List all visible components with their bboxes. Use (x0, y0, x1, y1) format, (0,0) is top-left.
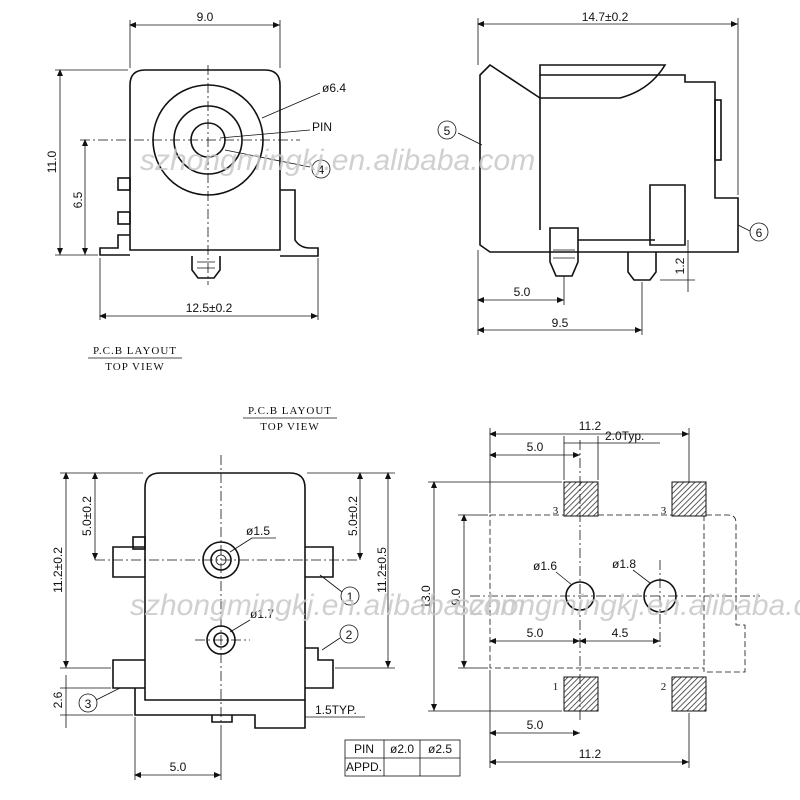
dim-5-label: 5.0 (514, 285, 531, 299)
diameter-16-label: ø1.6 (533, 559, 557, 573)
dim-95-label: 9.5 (552, 316, 569, 330)
side-body-outline (479, 63, 739, 253)
callout-3-circle (78, 693, 98, 713)
dim-typ-label: 2.0Typ. (605, 429, 644, 443)
dim-top-5-label: 5.0 (527, 440, 544, 454)
bottom-pin (191, 256, 221, 279)
front-view: 9.0 11.0 6.5 12.5±0.2 ø6.4 PIN 4 (45, 10, 346, 320)
right-leg (280, 189, 319, 257)
pad-bottom-left (563, 676, 599, 712)
diameter-15-label: ø1.5 (246, 524, 270, 538)
pin-label: PIN (312, 120, 332, 134)
left-tab-lower (117, 211, 131, 225)
callout-3: 3 (85, 697, 92, 711)
dim-13-label: 13.0 (419, 585, 433, 609)
pad-bottom-right (671, 676, 707, 712)
dim-length-label: 14.7±0.2 (582, 10, 629, 24)
pad-num-bot-left: 1 (553, 681, 560, 693)
dim-bottom-label: 5.0 (170, 760, 187, 774)
diameter-18-label: ø1.8 (612, 557, 636, 571)
callout-5: 5 (444, 124, 451, 138)
side-block (649, 184, 686, 246)
dim-right-upper-label: 5.0±0.2 (346, 496, 360, 536)
dim-12-label: 1.2 (673, 257, 687, 274)
bottom-view: 11.2±0.2 5.0±0.2 11.2±0.5 5.0±0.2 2.6 5.… (51, 455, 395, 780)
left-leg (99, 234, 130, 256)
dim-left-total-label: 11.2±0.2 (51, 547, 65, 593)
watermark-bottom-right: szhongmingkj.en.alibaba.com (455, 589, 800, 622)
pin-table: PIN ø2.0 ø2.5 APPD. (344, 739, 461, 777)
pad-num-top-left: 3 (553, 505, 560, 517)
dim-base-label: 12.5±0.2 (186, 301, 233, 315)
dim-height-label: 11.0 (45, 150, 59, 173)
side-pin-right (627, 252, 657, 281)
pcb-label-1-line1: P.C.B LAYOUT (93, 345, 177, 357)
pcb-footprint-view: 3 3 1 2 11.2 5.0 2.0Typ. 13.0 9.0 ø1.6 ø… (419, 419, 760, 768)
dim-bot-112-label: 11.2 (579, 747, 602, 761)
watermark-top: szhongmingkj.en.alibaba.com (140, 144, 535, 177)
pad-top-left (563, 481, 599, 517)
dim-mid-45-label: 4.5 (612, 626, 629, 640)
dim-top-label: 11.2 (579, 419, 602, 433)
table-header-d25: ø2.5 (428, 742, 452, 756)
pcb-label-2-line2: TOP VIEW (260, 421, 319, 433)
pin-left-top (112, 546, 145, 578)
callout-4: 4 (318, 163, 325, 177)
callout-4-circle (311, 159, 331, 179)
footprint-outline (489, 514, 746, 673)
dim-pin-height-label: 6.5 (71, 191, 85, 208)
callout-6-circle (749, 222, 769, 242)
callout-5-circle (437, 120, 457, 140)
pin-right-top (305, 546, 334, 578)
pad-num-bot-right: 2 (661, 681, 668, 693)
dim-left-upper-label: 5.0±0.2 (80, 496, 94, 536)
side-tab (714, 99, 722, 161)
callout-2-circle (339, 624, 359, 644)
dim-9-label: 9.0 (449, 588, 463, 605)
dim-26-label: 2.6 (51, 691, 65, 708)
diameter-17-label: ø1.7 (250, 607, 274, 621)
pcb-label-1: P.C.B LAYOUT TOP VIEW (88, 345, 182, 373)
pad-num-top-right: 3 (661, 505, 668, 517)
pcb-label-1-line2: TOP VIEW (105, 361, 164, 373)
diameter-64-label: ø6.4 (322, 81, 346, 95)
callout-6: 6 (756, 226, 763, 240)
side-view: 14.7±0.2 5.0 9.5 1.2 5 6 (437, 10, 769, 335)
callout-1: 1 (347, 590, 354, 604)
pin-left-bottom (112, 659, 145, 689)
table-header-pin: PIN (354, 742, 374, 756)
watermark-bottom-left: szhongmingkj.en.alibaba.com (130, 589, 525, 622)
pin-right-bottom (305, 647, 334, 689)
callout-2: 2 (346, 628, 353, 642)
table-appd: APPD. (346, 760, 382, 774)
pad-top-right (671, 481, 707, 517)
typ-label: 1.5TYP. (315, 703, 357, 717)
bottom-body-outline (144, 472, 306, 701)
pcb-label-2: P.C.B LAYOUT TOP VIEW (243, 405, 337, 433)
callout-1-circle (340, 586, 360, 606)
dim-bot-5-label: 5.0 (527, 718, 544, 732)
base-outline (134, 688, 306, 729)
pcb-label-2-line1: P.C.B LAYOUT (248, 405, 332, 417)
left-tab-upper (117, 177, 131, 191)
dim-mid-5-label: 5.0 (527, 626, 544, 640)
jack-body-outline (129, 69, 281, 251)
dim-width-label: 9.0 (197, 10, 214, 24)
side-pin-left (549, 227, 579, 277)
dim-right-total-label: 11.2±0.5 (375, 547, 389, 593)
table-header-d20: ø2.0 (390, 742, 414, 756)
